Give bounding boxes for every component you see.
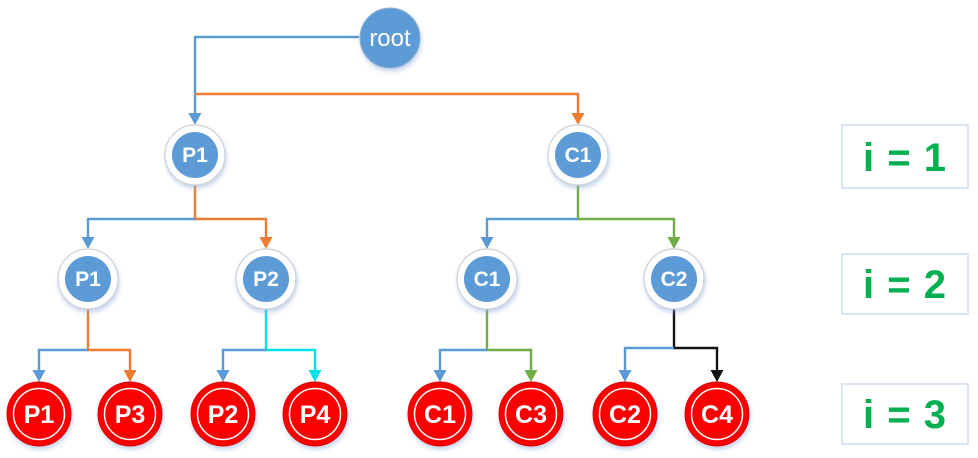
edge-p2l2-to-p4l3 [264,309,322,382]
node-core [592,381,658,447]
node-core [498,381,564,447]
node-p1-level3: P1 [6,381,72,447]
edge-p1l1-to-p2l2 [193,185,273,249]
node-core [6,381,72,447]
node-inner-ring [196,387,250,441]
annotation-i2: i = 2 [841,253,969,315]
node-label: C4 [701,401,733,429]
annotation-text: i = 3 [863,393,947,437]
node-label: P1 [75,268,101,291]
node-core [282,381,348,447]
node-c2-level3: C2 [592,381,658,447]
node-root-circle [359,7,421,69]
node-core [407,381,473,447]
node-core [172,132,218,178]
edge-root-to-c1-l1 [195,92,585,125]
edge-p1l1-to-p1l2 [81,217,195,249]
node-label: P3 [115,401,146,429]
node-label: P4 [300,401,331,429]
annotation-i1: i = 1 [841,124,969,189]
node-inner-ring [413,387,467,441]
edge-c1l1-to-c2l2 [576,185,681,249]
node-label: C3 [515,401,547,429]
annotation-box [841,383,969,445]
edge-p1l2-to-p1l3 [32,348,88,382]
node-label: C1 [565,144,592,167]
node-core [243,256,289,302]
node-c4-level3: C4 [684,381,750,447]
edge-root-to-p1-l1 [188,35,359,125]
node-inner-ring [690,387,744,441]
edge-c1l2-to-c1l3 [433,348,487,382]
node-core [97,381,163,447]
annotation-i3: i = 3 [841,383,969,445]
node-inner-ring [12,387,66,441]
node-c1-level2: C1 [456,248,518,310]
edges [32,35,724,382]
node-root-label: root [369,25,411,52]
level-annotations: i = 1 i = 2 i = 3 [841,124,969,445]
node-p4-level3: P4 [282,381,348,447]
node-core [65,256,111,302]
annotation-text: i = 2 [863,263,947,307]
edge-c2l2-to-c2l3 [618,346,674,382]
node-p2-level2: P2 [235,248,297,310]
node-core [464,256,510,302]
annotation-text: i = 1 [863,136,947,180]
node-core [190,381,256,447]
node-core [684,381,750,447]
node-label: C2 [609,401,641,429]
node-label: C2 [661,268,688,291]
node-inner-ring [103,387,157,441]
node-inner-ring [288,387,342,441]
annotation-box [841,253,969,315]
node-inner-ring [598,387,652,441]
node-label: P2 [253,268,279,291]
node-p2-level3: P2 [190,381,256,447]
edge-c2l2-to-c4l3 [672,309,724,382]
node-core [555,132,601,178]
node-p1-level2: P1 [57,248,119,310]
edge-p1l2-to-p3l3 [86,309,137,382]
node-c3-level3: C3 [498,381,564,447]
edge-c1l1-to-c1l2 [480,217,578,249]
node-label: C1 [424,401,456,429]
node-label: P2 [208,401,239,429]
node-c1-level1: C1 [547,124,609,186]
node-c2-level2: C2 [643,248,705,310]
node-p3-level3: P3 [97,381,163,447]
edge-p2l2-to-p2l3 [216,348,266,382]
node-label: P1 [24,401,55,429]
node-p1-level1: P1 [164,124,226,186]
node-root: root [359,7,421,69]
node-c1-level3: C1 [407,381,473,447]
node-core [651,256,697,302]
node-inner-ring [504,387,558,441]
node-label: P1 [182,144,208,167]
node-label: C1 [474,268,501,291]
nodes: root P1 C1 P1 P2 C1 [6,7,750,447]
edge-c1l2-to-c3l3 [485,309,538,382]
annotation-box [841,124,969,189]
